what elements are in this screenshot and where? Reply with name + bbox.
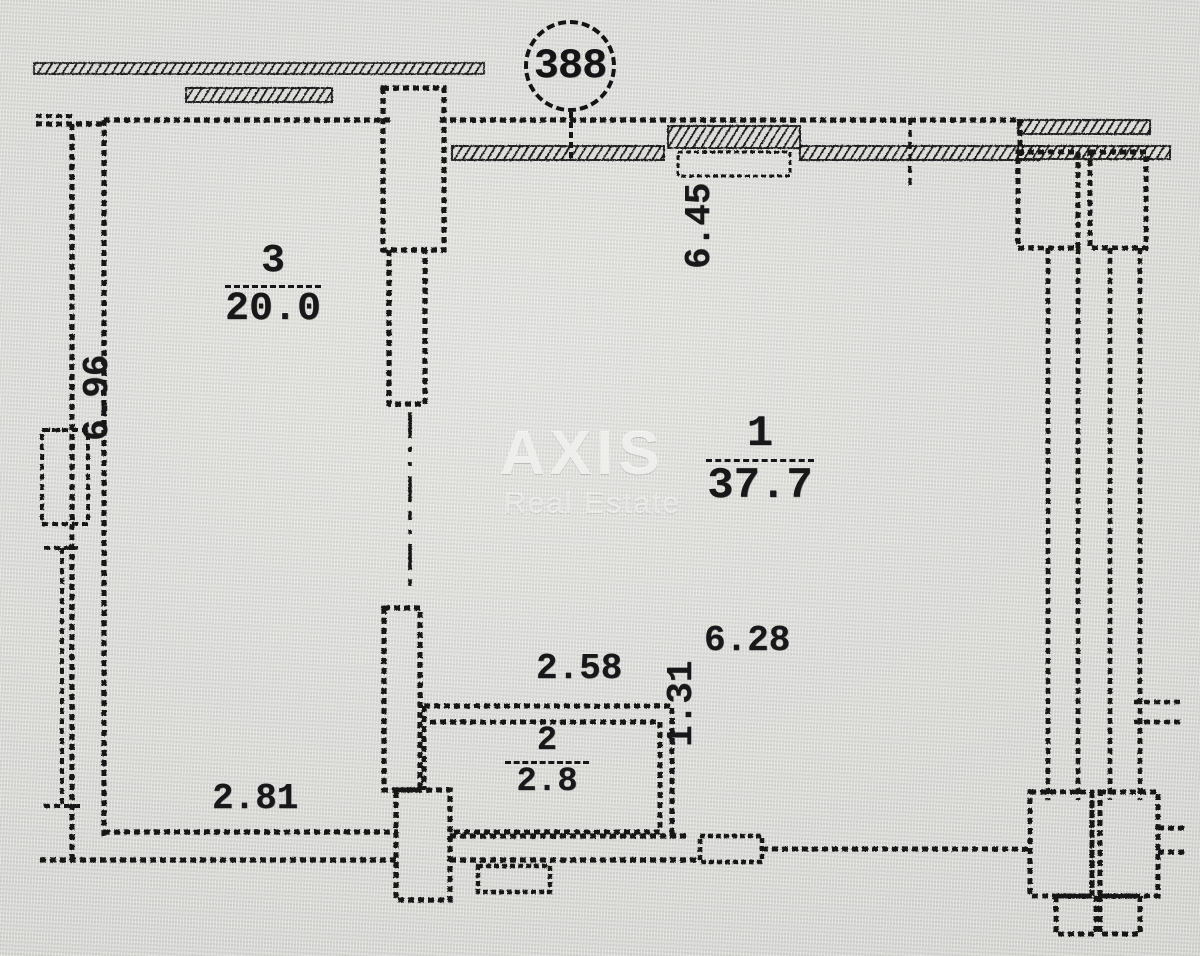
door-opening-bottom bbox=[697, 833, 765, 865]
dimension-left-vertical: 6.96 bbox=[77, 354, 118, 441]
room-3-divider bbox=[225, 285, 321, 288]
partition-wall-lower bbox=[381, 605, 453, 903]
dimension-inner-vertical: 1.31 bbox=[661, 660, 702, 747]
balcony-top-right bbox=[1015, 149, 1149, 251]
dimension-left bbox=[40, 428, 90, 808]
room-1-divider bbox=[706, 459, 814, 462]
wall-hatched-group bbox=[33, 62, 1171, 178]
room-label-1: 1 37.7 bbox=[682, 412, 838, 509]
plan-number-text: 388 bbox=[533, 42, 608, 90]
room-2-area: 2.8 bbox=[516, 763, 578, 801]
room-1-area: 37.7 bbox=[707, 461, 813, 511]
room-label-3: 3 20.0 bbox=[198, 242, 348, 331]
room-3-number: 3 bbox=[260, 239, 285, 284]
room-2-number: 2 bbox=[536, 722, 558, 760]
dimension-right-upper-vertical: 6.45 bbox=[679, 182, 720, 269]
stamp-leader-line bbox=[569, 112, 573, 158]
room-3-area: 20.0 bbox=[224, 287, 321, 332]
dimension-bottom-mid: 2.58 bbox=[536, 648, 623, 689]
plan-number-stamp: 388 bbox=[524, 20, 616, 112]
balcony-rails bbox=[1045, 248, 1143, 800]
room-label-2: 2 2.8 bbox=[488, 724, 606, 801]
dimension-right-lower: 6.28 bbox=[704, 620, 791, 661]
balcony-bottom-right bbox=[1027, 789, 1186, 937]
dimension-bottom-left: 2.81 bbox=[212, 778, 299, 819]
fixture-bottom bbox=[475, 863, 553, 895]
partition-wall-center bbox=[380, 85, 447, 407]
room-2-outline bbox=[421, 703, 675, 836]
room-1-number: 1 bbox=[746, 409, 774, 459]
room-2-divider bbox=[505, 761, 589, 764]
right-edge-ticks bbox=[1134, 699, 1182, 725]
